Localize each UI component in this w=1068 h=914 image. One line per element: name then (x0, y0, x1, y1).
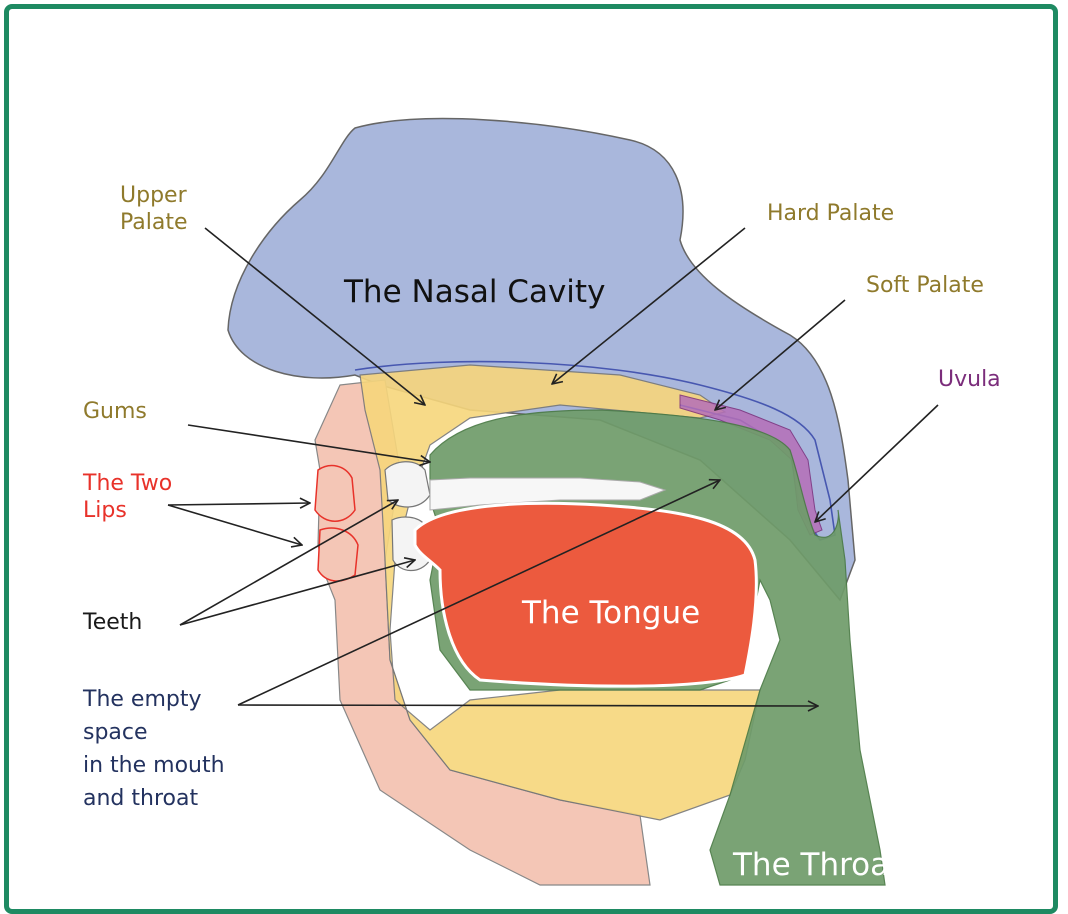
label-throat: The Throat (733, 847, 901, 883)
label-tongue: The Tongue (522, 595, 700, 631)
label-gums: Gums (83, 398, 147, 425)
label-teeth: Teeth (83, 609, 142, 636)
label-uvula: Uvula (938, 366, 1001, 393)
label-nasal-cavity: The Nasal Cavity (344, 274, 605, 310)
label-upper-palate: Upper Palate (120, 182, 188, 236)
upper-lip-shape (315, 466, 355, 522)
label-two-lips: The Two Lips (83, 470, 172, 524)
label-hard-palate: Hard Palate (767, 200, 894, 227)
label-soft-palate: Soft Palate (866, 272, 984, 299)
arrow-lips-lower (168, 505, 302, 545)
arrow-lips-upper (168, 503, 310, 505)
arrow-space-throat (238, 705, 818, 706)
lower-lip-shape (318, 528, 358, 581)
label-empty-space: The empty space in the mouth and throat (83, 683, 225, 815)
